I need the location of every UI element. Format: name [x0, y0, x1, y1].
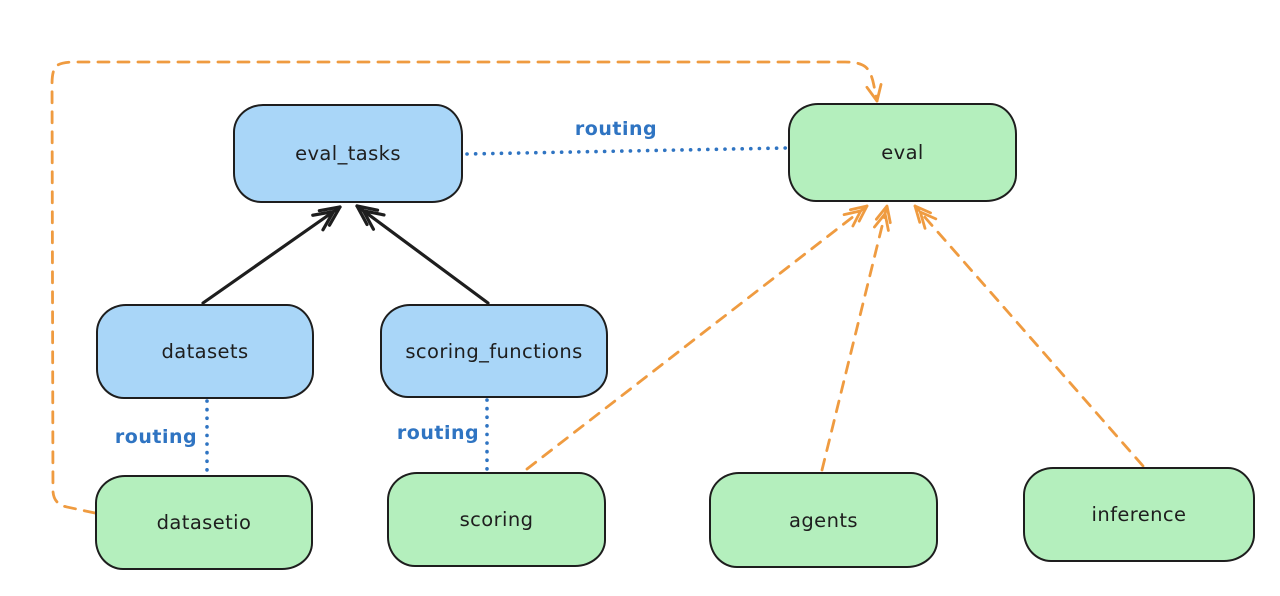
edge-line: [50, 60, 879, 515]
node-label-eval_tasks: eval_tasks: [295, 142, 401, 165]
edge-inference-to-eval: [913, 204, 1145, 468]
node-datasetio: datasetio: [95, 475, 313, 570]
arrowhead: [849, 204, 869, 223]
arrowhead: [311, 209, 336, 232]
node-eval: eval: [788, 103, 1017, 202]
edge-eval_tasks-to-eval-routing: [465, 146, 788, 156]
edge-scoring_functions-to-eval_tasks: [355, 204, 490, 305]
edge-line: [355, 204, 490, 305]
node-label-eval: eval: [881, 141, 924, 164]
arrowhead: [865, 83, 883, 103]
edge-label-routing-mid: routing: [396, 422, 480, 444]
arrowhead: [355, 204, 380, 227]
node-label-datasetio: datasetio: [156, 511, 252, 534]
node-label-inference: inference: [1091, 503, 1187, 526]
node-scoring: scoring: [387, 472, 606, 567]
node-label-scoring: scoring: [459, 508, 534, 531]
arrowhead: [361, 209, 386, 231]
arrowhead: [874, 204, 892, 225]
node-label-scoring_functions: scoring_functions: [405, 339, 583, 363]
edge-label-routing-top: routing: [574, 118, 658, 140]
node-inference: inference: [1023, 467, 1255, 562]
edge-datasets-to-eval_tasks: [201, 205, 342, 305]
node-datasets: datasets: [96, 304, 314, 399]
edge-line: [820, 204, 889, 472]
edge-label-routing-left: routing: [114, 426, 198, 448]
edge-agents-to-eval: [820, 204, 892, 472]
edge-line: [201, 205, 342, 305]
node-agents: agents: [709, 472, 938, 568]
arrowhead: [873, 212, 890, 232]
node-label-datasets: datasets: [161, 340, 249, 363]
edge-line: [465, 146, 788, 156]
edge-datasetio-to-eval-loop: [50, 60, 883, 515]
edge-line: [913, 204, 1145, 468]
edge-line: [525, 204, 869, 471]
node-label-agents: agents: [789, 508, 858, 532]
node-eval_tasks: eval_tasks: [233, 104, 463, 203]
arrowhead: [918, 210, 938, 230]
arrowhead: [842, 209, 863, 228]
node-scoring_functions: scoring_functions: [380, 304, 608, 398]
arrowhead: [317, 205, 342, 227]
edge-scoring-to-eval: [525, 204, 869, 471]
arrowhead: [913, 204, 932, 224]
